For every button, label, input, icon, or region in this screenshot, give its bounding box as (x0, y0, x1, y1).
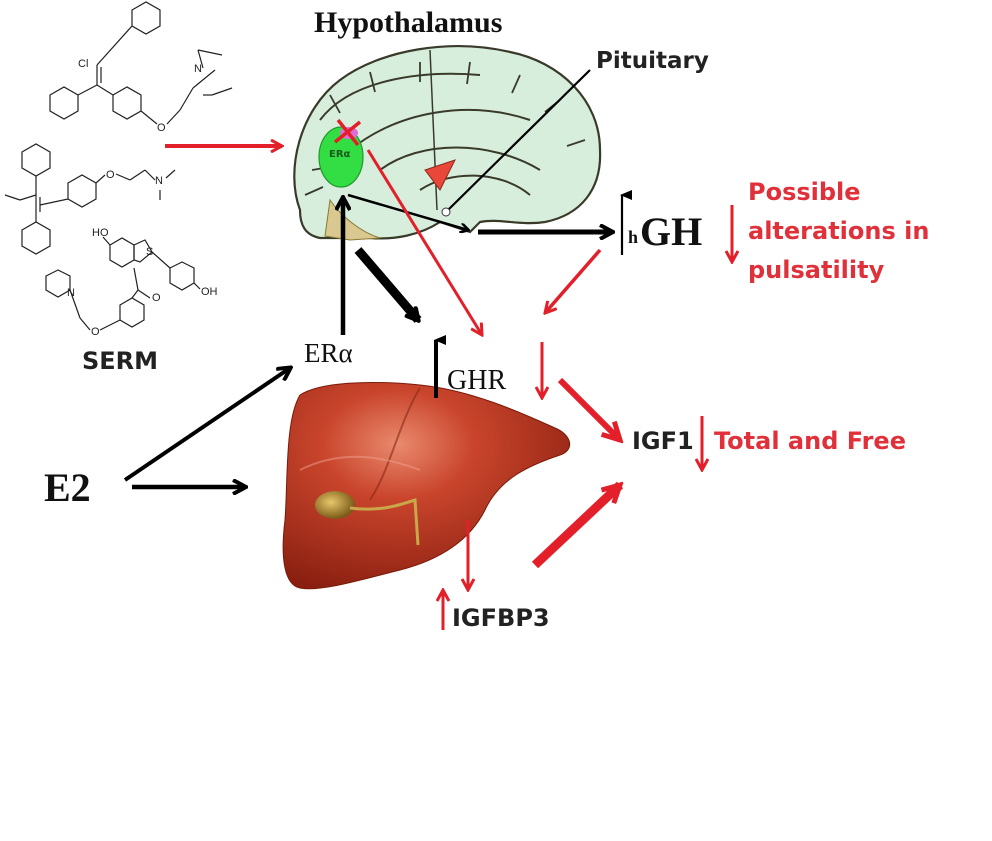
arrow-era-to-ghr-red (366, 149, 482, 335)
hypothalamus-title: Hypothalamus (314, 6, 503, 39)
tamoxifen-structure (4, 143, 176, 255)
igfbp3-label: IGFBP3 (452, 604, 550, 632)
atom-n-piperidine: N (67, 287, 75, 299)
igf1-label: IGF1 (632, 427, 694, 455)
gh-effect-line-3: pulsatility (748, 256, 885, 284)
atom-n-tamoxifen: N (155, 175, 163, 187)
liver-illustration (282, 381, 570, 590)
pituitary-pointer (447, 69, 591, 211)
arrow-hypothalamus-to-ghr (354, 247, 422, 320)
e2-label: E2 (44, 465, 91, 510)
atom-oh-raloxifene: OH (201, 286, 218, 298)
blocked-x-icon (333, 118, 362, 147)
atom-o-ether: O (91, 326, 100, 338)
serm-label: SERM (82, 347, 159, 375)
atom-s-raloxifene: S (146, 246, 153, 258)
pituitary-label: Pituitary (596, 48, 709, 74)
arrow-ghr-to-igf1 (557, 377, 620, 440)
atom-n-clomiphene: N (194, 63, 202, 75)
igf1-effect: Total and Free (714, 427, 906, 455)
gh-effect-line-2: alterations in (748, 217, 930, 245)
era-nucleus (318, 126, 364, 188)
arrow-liver-to-igf1 (531, 485, 620, 569)
gh-effect-line-1: Possible (748, 178, 861, 206)
raloxifene-structure (45, 236, 201, 331)
brain-illustration (293, 45, 602, 241)
atom-cl: Cl (78, 58, 88, 70)
atom-o-ketone: O (152, 292, 161, 304)
atom-o-tamoxifen: O (106, 169, 115, 181)
serm-structures: Cl N O O N HO S OH O O N (4, 1, 233, 338)
era-label: ERα (304, 338, 353, 368)
atom-ho-raloxifene: HO (92, 227, 109, 239)
arrow-hgh-to-ghr-red (545, 248, 602, 313)
brain-era-label: ERα (329, 149, 351, 160)
clomiphene-structure (49, 1, 233, 125)
hgh-label: GH (640, 209, 703, 254)
hgh-prefix-label: h (628, 227, 639, 247)
atom-o-clomiphene: O (157, 122, 166, 134)
ghr-label: GHR (447, 365, 507, 396)
arrow-e2-to-era (123, 368, 290, 482)
